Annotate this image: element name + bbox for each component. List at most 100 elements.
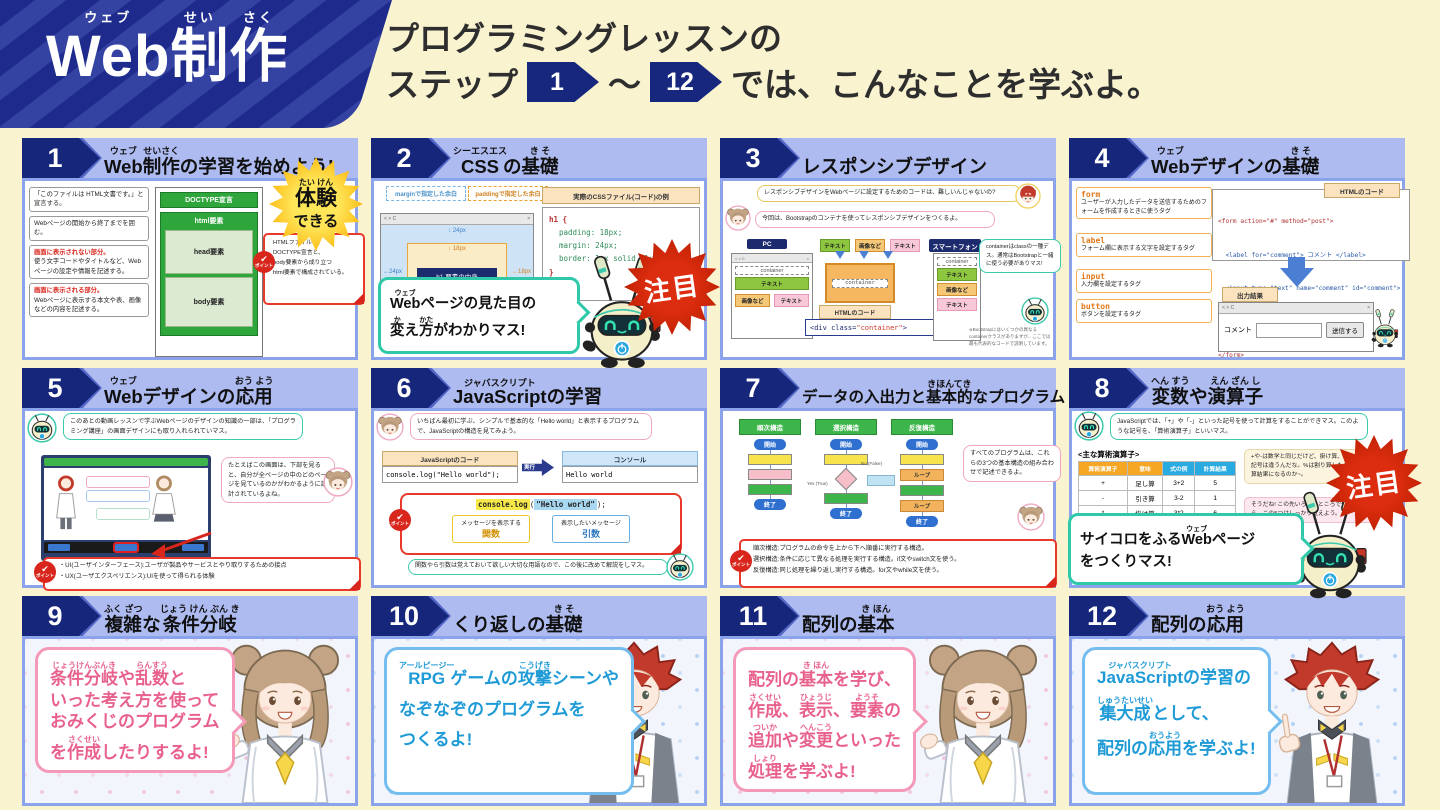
headline-step-word: ステップ <box>386 66 518 103</box>
robot-bubble: JavaScriptでは、「+」や「-」といった記号を使って計算をすることができ… <box>1110 413 1368 441</box>
form-code: <form action="#" method="post"> <label f… <box>1212 189 1410 359</box>
else-branch-box <box>867 475 895 486</box>
down-arrow <box>1288 257 1305 268</box>
comment-input[interactable] <box>1256 322 1322 338</box>
robot-bubble: 関数やら引数は覚えておいて欲しい大切な用語なので、この後に改めて解説をしマス。 <box>408 559 668 575</box>
girl-avatar <box>376 413 404 441</box>
step-badge-1: 1 <box>527 62 599 102</box>
output-window: < > C× コメント 送信する <box>1218 302 1374 352</box>
card-title: JavaScriptジャバスクリプトの学習 <box>453 377 603 407</box>
card-title: Webウェブデザインの応用おう よう <box>104 375 274 407</box>
card-9-header: 9 複雑ふく ざつな条件分岐じょう けん ぶん き <box>22 596 358 636</box>
html-structure-notes: 「このファイルは HTML文書です。」と宣言する。 Webページの開始から終了ま… <box>29 187 149 321</box>
loop-flowchart: 反復構造 開始 ループ ループ 終了 <box>891 419 953 527</box>
step-number-text: 7 <box>745 372 761 403</box>
js-code-header: JavaScriptのコード <box>382 451 518 466</box>
robot-avatar <box>666 553 694 581</box>
comment-label: コメント <box>1224 327 1252 334</box>
container-tag: container <box>937 257 977 266</box>
card-title: 複雑ふく ざつな条件分岐じょう けん ぶん き <box>104 603 240 635</box>
note: 画面に表示されない部分。使う文字コードやタイトルなど、Webページの設定や情報を… <box>29 244 149 280</box>
card-10-body: RPGアールピージーゲームの攻撃こうげきシーンや なぞなぞのプログラムを つくる… <box>371 636 707 806</box>
container-tag: container <box>832 278 888 288</box>
lesson-summary-bubble: 条件分岐じょうけんぶんきや乱数らんすうと いった考え方を使って おみくじのプログ… <box>35 647 235 773</box>
attention-badge: 注目 <box>624 239 720 335</box>
headline-line2: ステップ 1 ～ 12 では、こんなことを学ぶよ。 <box>386 58 1160 106</box>
step-number-text: 3 <box>745 142 761 173</box>
point-badge-icon: ✔ ポイント <box>253 251 275 273</box>
card-step-5: 5 Webウェブデザインの応用おう よう このあとの動画レッスンで学ぶWebペー… <box>22 368 361 591</box>
red-arrow <box>151 531 212 558</box>
highlighted-nav-button <box>113 542 139 553</box>
check-corner-icon <box>1045 576 1056 587</box>
smartphone-window: container テキスト 画像など テキスト <box>933 253 981 341</box>
step-badge-12: 12 <box>650 62 722 102</box>
girl-bubble: いちばん最初に学ぶ、シンプルで基本的な「Hello world」と表示するプログ… <box>410 413 652 441</box>
html-structure-diagram: DOCTYPE宣言 html要素 head要素 body要素 <box>155 187 263 357</box>
card-5-body: このあとの動画レッスンで学ぶWebページのデザインの知識の一部は、「プログラミン… <box>22 408 361 591</box>
card-11-body: 配列の基本き ほんを学び、 作成さくせい、表示ひょうじ、要素ようその 追加ついか… <box>720 636 1056 806</box>
point-box: 順次構造:プログラムの命令を上から下へ順番に実行する構造。 選択構造:条件に応じ… <box>730 539 1057 588</box>
card-3-header: 3 レスポンシブデザイン <box>720 138 1056 178</box>
head-element-box: head要素 <box>165 230 253 274</box>
output-label: 出力結果 <box>1222 287 1278 302</box>
card-4-header: 4 Webウェブデザインの基礎き そ <box>1069 138 1405 178</box>
card-11-header: 11 配列の基本き ほん <box>720 596 1056 636</box>
card-step-8: 8 変数へん すうや演算子えん ざん し JavaScriptでは、「+」や「-… <box>1068 368 1422 588</box>
lesson-summary-bubble: 配列の基本き ほんを学び、 作成さくせい、表示ひょうじ、要素ようその 追加ついか… <box>733 647 916 792</box>
html-element-box: html要素 head要素 body要素 <box>160 212 258 336</box>
card-1-header: 1 Webウェブ制作せいさくの学習を始めよう! <box>22 138 358 178</box>
window-titlebar: < > C× <box>732 254 812 263</box>
card-step-6: 6 JavaScriptジャバスクリプトの学習 いちばん最初に学ぶ、シンプルで基… <box>371 368 707 588</box>
card-step-12: 12 配列の応用おう よう JavaScriptジャバスクリプトの学習の 集大成… <box>1069 596 1405 806</box>
note: Webページの開始から終了までを囲む。 <box>29 215 149 241</box>
check-corner-icon <box>353 293 364 304</box>
body-element-box: body要素 <box>165 277 253 327</box>
padding-px-label-h: ↔18px <box>511 269 531 275</box>
card-8-body: JavaScriptでは、「+」や「-」といった記号を使って計算をすることができ… <box>1068 408 1422 588</box>
pc-label: PC <box>747 239 787 249</box>
card-title: Webウェブデザインの基礎き そ <box>1151 145 1320 177</box>
operators-table: 算術演算子 意味 式の例 計算結果 + 足し算 3+2 5 - 引き算 3-2 … <box>1078 461 1236 521</box>
card-step-2: 2 CSSシーエスエスの基礎き そ marginで指定した余白 paddingで… <box>371 138 720 360</box>
girl-character <box>915 639 1051 803</box>
check-corner-icon <box>670 543 681 554</box>
answer-bubble: 今回は、Bootstrapのコンテナを使ってレスポンシブデザインをつくるよ。 <box>755 211 995 229</box>
container-basket: container <box>825 263 895 303</box>
html-code-label: HTMLのコード <box>1324 183 1400 198</box>
lesson-summary-bubble: JavaScriptジャバスクリプトの学習の 集大成しゅうたいせいとして、 配列… <box>1082 647 1271 795</box>
window-titlebar: < > C× <box>1219 303 1373 314</box>
point-badge-icon: ✔ポイント <box>389 509 411 531</box>
text-chip: テキスト <box>937 268 977 281</box>
girl-avatar <box>323 467 353 497</box>
robot-speech-bubble: サイコロをふるWebウェブページ をつくりマス! <box>1068 513 1304 585</box>
site-logo: Webウェブ制せい作さく <box>46 10 289 89</box>
function-highlight: console.log <box>476 499 530 510</box>
step-number-text: 4 <box>1094 142 1110 173</box>
console-output: Hello world <box>562 466 698 483</box>
robot-speech-bubble: Webウェブページの見た目の 変かえ方かたがわかりマス! <box>378 277 580 354</box>
yes-label: Yes (True) <box>807 481 828 486</box>
function-box: メッセージを表示する 関数 <box>452 515 530 543</box>
card-7-header: 7 データの入出力と基本的きほんてきなプログラム <box>720 368 1065 408</box>
content-chips: テキスト 画像など テキスト <box>819 237 921 254</box>
lesson-screenshot <box>41 455 211 561</box>
boy-character <box>1264 639 1400 803</box>
submit-button[interactable]: 送信する <box>1326 322 1364 338</box>
step-number-text: 1 <box>47 142 63 173</box>
robot-avatar <box>1021 297 1049 325</box>
step-number-text: 12 <box>1086 600 1118 631</box>
step-number-text: 11 <box>738 600 768 631</box>
card-title: CSSシーエスエスの基礎き そ <box>453 145 559 177</box>
step-number-text: 9 <box>47 600 63 631</box>
card-step-7: 7 データの入出力と基本的きほんてきなプログラム 順次構造 開始 終了 選択構造… <box>720 368 1065 588</box>
card-title: データの入出力と基本的きほんてきなプログラム <box>802 378 1066 406</box>
padding-label: paddingで指定した余白 <box>468 186 548 201</box>
text-chip: テキスト <box>937 298 977 311</box>
margin-px-label: ↕ 24px <box>448 228 466 234</box>
card-step-1: 1 Webウェブ制作せいさくの学習を始めよう! 「このファイルは HTML文書で… <box>22 138 365 360</box>
text-chip: テキスト <box>890 239 920 252</box>
